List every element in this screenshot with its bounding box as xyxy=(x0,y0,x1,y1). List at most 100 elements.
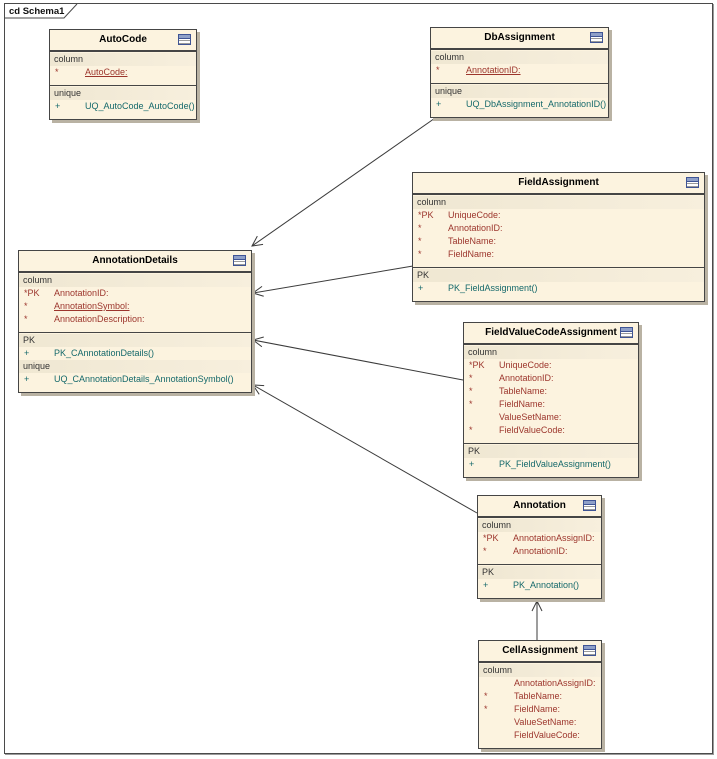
section-label: unique xyxy=(50,87,196,100)
row-prefix: *PK xyxy=(418,210,434,220)
frame-tab xyxy=(4,3,78,19)
section-label: column xyxy=(413,196,704,209)
row-prefix: + xyxy=(55,101,61,111)
row-prefix: *PK xyxy=(483,533,499,543)
entity-section: column*AnnotationID: xyxy=(431,49,608,83)
row-prefix: + xyxy=(469,459,475,469)
row-prefix: * xyxy=(469,399,473,409)
attribute-row: * AnnotationID: xyxy=(413,222,704,235)
table-icon xyxy=(583,500,596,511)
section-label: column xyxy=(479,664,601,677)
attribute-row: AnnotationAssignID: xyxy=(479,677,601,690)
operation-row: + PK_FieldValueAssignment() xyxy=(464,458,638,471)
row-name: TableName: xyxy=(448,236,497,246)
row-name: AutoCode: xyxy=(85,67,128,77)
row-name: PK_Annotation() xyxy=(513,580,580,590)
row-name: PK_FieldValueAssignment() xyxy=(499,459,611,469)
attribute-row: * FieldName: xyxy=(464,398,638,411)
entity-section: PK + PK_CAnnotationDetails()unique+UQ_CAnn… xyxy=(19,332,251,392)
row-prefix: * xyxy=(469,425,473,435)
connector-dbassignment-annotationdetails[interactable] xyxy=(251,115,439,247)
attribute-row: *AnnotationID: xyxy=(464,372,638,385)
row-prefix: * xyxy=(418,249,422,259)
entity-autocode[interactable]: AutoCode column* AutoCode: unique+ UQ_AutoCo… xyxy=(49,29,197,120)
row-name: PK_FieldAssignment() xyxy=(448,283,538,293)
row-prefix xyxy=(479,716,512,729)
row-name: AnnotationID: xyxy=(54,288,109,298)
row-name: UniqueCode: xyxy=(448,210,501,220)
table-icon xyxy=(233,255,246,266)
row-prefix: * xyxy=(483,546,487,556)
frame-label: cd Schema1 xyxy=(9,6,65,17)
section-label: unique xyxy=(19,360,251,373)
attribute-row: *FieldName: xyxy=(479,703,601,716)
section-label: PK xyxy=(19,334,251,347)
attribute-row: * AnnotationDescription: xyxy=(19,313,251,326)
attribute-row: ValueSetName: xyxy=(479,716,601,729)
entity-section: unique+ UQ_AutoCode_AutoCode() xyxy=(50,85,196,119)
row-name: AnnotationSymbol: xyxy=(54,301,130,311)
row-prefix: * xyxy=(24,301,28,311)
row-name: PK_CAnnotationDetails() xyxy=(54,348,155,358)
row-prefix: * xyxy=(24,314,28,324)
row-name: AnnotationID: xyxy=(499,373,554,383)
row-prefix: * xyxy=(484,704,488,714)
entity-section: column* AutoCode: xyxy=(50,51,196,85)
section-label: column xyxy=(50,53,196,66)
attribute-row: *TableName: xyxy=(464,385,638,398)
table-icon xyxy=(178,34,191,45)
entity-title: FieldAssignment xyxy=(413,173,704,194)
diagram-frame xyxy=(4,3,713,754)
operation-row: +UQ_CAnnotationDetails_AnnotationSymbol(… xyxy=(19,373,251,386)
operation-row: + UQ_DbAssignment_AnnotationID() xyxy=(431,98,608,111)
attribute-row: * AutoCode: xyxy=(50,66,196,79)
attribute-row: * AnnotationID: xyxy=(431,64,608,77)
entity-name: AnnotationDetails xyxy=(92,255,178,266)
entity-section: unique+UQ_DbAssignment_AnnotationID() xyxy=(431,83,608,117)
row-name: AnnotationAssignID: xyxy=(513,533,595,543)
row-name: ValueSetName: xyxy=(514,717,577,727)
row-name: FieldName: xyxy=(499,399,546,409)
row-name: AnnotationID: xyxy=(466,65,521,75)
row-name: UQ_DbAssignment_AnnotationID() xyxy=(466,99,607,109)
connector-fieldvaluecodeassignment-annotationdetails[interactable] xyxy=(251,336,464,381)
section-label: PK xyxy=(464,445,638,458)
entity-title: AnnotationDetails xyxy=(19,251,251,272)
row-name: FieldName: xyxy=(448,249,495,259)
row-name: TableName: xyxy=(499,386,548,396)
connector-fieldassignment-annotationdetails[interactable] xyxy=(251,265,414,297)
row-name: UQ_AutoCode_AutoCode() xyxy=(85,101,195,111)
entity-title: CellAssignment xyxy=(479,641,601,662)
row-prefix xyxy=(479,677,512,690)
row-prefix: + xyxy=(24,374,30,384)
row-name: FieldValueCode: xyxy=(514,730,580,740)
row-name: AnnotationID: xyxy=(448,223,503,233)
connector-annotation-annotationdetails[interactable] xyxy=(252,384,478,514)
entity-title: AutoCode xyxy=(50,30,196,51)
row-prefix: * xyxy=(418,223,422,233)
row-prefix: * xyxy=(55,67,59,77)
row-prefix: * xyxy=(484,691,488,701)
row-name: AnnotationDescription: xyxy=(54,314,145,324)
attribute-row: ValueSetName: xyxy=(464,411,638,424)
row-name: ValueSetName: xyxy=(499,412,562,422)
section-label: PK xyxy=(413,269,704,282)
row-name: AnnotationAssignID: xyxy=(514,678,596,688)
entity-name: FieldValueCodeAssignment xyxy=(485,327,617,338)
row-prefix: * xyxy=(436,65,440,75)
row-prefix: + xyxy=(436,99,442,109)
operation-row: +PK_FieldAssignment() xyxy=(413,282,704,295)
entity-title: Annotation xyxy=(478,496,601,517)
attribute-row: *FieldValueCode: xyxy=(464,424,638,437)
attribute-row: *AnnotationID: xyxy=(478,545,601,558)
